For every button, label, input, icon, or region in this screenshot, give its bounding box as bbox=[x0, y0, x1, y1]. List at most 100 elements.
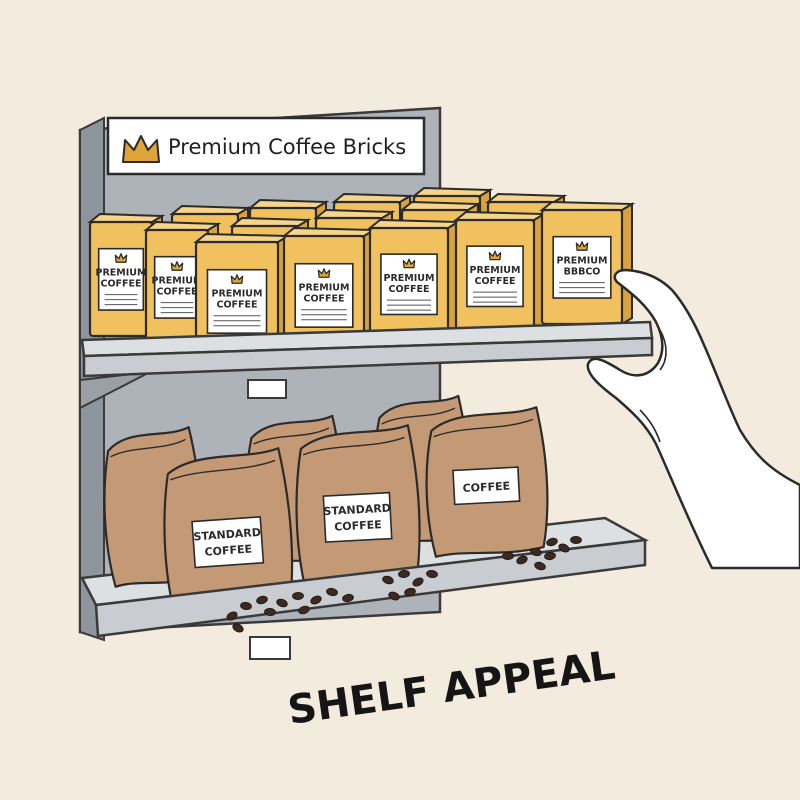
brick-label-line2: COFFEE bbox=[388, 284, 429, 295]
bag-fold bbox=[433, 418, 534, 438]
bag-fold bbox=[381, 407, 456, 425]
caption: SHELF APPEAL bbox=[285, 642, 618, 733]
coffee-bean bbox=[276, 598, 288, 608]
brick-label bbox=[380, 253, 438, 316]
brick-top bbox=[247, 198, 330, 209]
coffee-bean bbox=[534, 561, 546, 571]
brick-label-line2: BBBCO bbox=[564, 267, 601, 278]
coffee-bean bbox=[342, 593, 354, 603]
brick-label-line1: PREMIUM bbox=[299, 283, 350, 294]
crown-icon bbox=[170, 261, 184, 271]
coffee-bean bbox=[256, 595, 268, 605]
crown-icon bbox=[317, 268, 331, 278]
bag-label-line2: COFFEE bbox=[204, 543, 252, 559]
coffee-bean bbox=[298, 605, 310, 615]
coffee-bean bbox=[264, 607, 276, 617]
coffee-bean bbox=[382, 575, 394, 585]
bag-label-line1: STANDARD bbox=[193, 526, 261, 544]
sign-title: Premium Coffee Bricks bbox=[168, 135, 406, 159]
crown-icon bbox=[402, 258, 416, 269]
coffee-bean bbox=[544, 551, 556, 561]
crown-icon bbox=[488, 250, 502, 261]
finger-crease bbox=[659, 329, 667, 371]
brick-top bbox=[193, 232, 292, 243]
brick-top bbox=[87, 212, 166, 223]
brick-label-line1: PREMIUM bbox=[470, 265, 521, 276]
coffee-bag: COFFEE bbox=[425, 406, 549, 558]
coffee-bean bbox=[232, 623, 244, 633]
bag-label-line1: COFFEE bbox=[462, 480, 510, 495]
crown-icon bbox=[122, 135, 160, 163]
brick-top bbox=[229, 216, 312, 227]
coffee-bean bbox=[502, 551, 514, 561]
bag-label bbox=[322, 491, 393, 543]
brick-top bbox=[281, 226, 378, 237]
bag-label-line2: COFFEE bbox=[334, 518, 382, 533]
coffee-bean bbox=[558, 543, 570, 553]
brick-label-line1: PREMIUM bbox=[152, 276, 203, 287]
crown-icon bbox=[114, 253, 128, 263]
sign-board bbox=[106, 116, 426, 176]
brick-top bbox=[143, 220, 222, 231]
brick-label-line1: PREMIUM bbox=[96, 268, 147, 279]
top-shelf-lip bbox=[82, 336, 654, 378]
brick-top bbox=[539, 200, 636, 211]
brick-top bbox=[411, 186, 494, 197]
brick-label-line1: PREMIUM bbox=[557, 256, 608, 267]
crown-icon bbox=[230, 274, 244, 284]
brick-label-line2: COFFEE bbox=[303, 294, 344, 305]
brick-label-line2: COFFEE bbox=[474, 276, 515, 287]
brick-top bbox=[331, 192, 414, 203]
brick-top bbox=[367, 218, 462, 229]
coffee-bean bbox=[398, 569, 410, 579]
bag-fold bbox=[253, 427, 330, 445]
coffee-bean bbox=[310, 595, 322, 605]
crown-icon bbox=[575, 241, 589, 251]
coffee-bean bbox=[546, 537, 558, 547]
brick-label-line2: COFFEE bbox=[100, 279, 141, 290]
coffee-bean bbox=[388, 591, 400, 601]
reaching-hand bbox=[586, 268, 800, 570]
coffee-bean bbox=[426, 569, 438, 579]
bag-fold bbox=[302, 436, 405, 456]
thumb-crease bbox=[639, 409, 661, 443]
brick-top bbox=[169, 204, 252, 215]
brick-top bbox=[485, 192, 568, 203]
bag-fold bbox=[169, 459, 276, 481]
coffee-bean bbox=[226, 611, 238, 621]
bag-label bbox=[191, 515, 265, 569]
bottom-price-tag bbox=[249, 636, 291, 660]
coffee-bean bbox=[404, 587, 416, 597]
scattered-beans bbox=[226, 535, 582, 633]
brick-top bbox=[399, 200, 482, 211]
top-price-tag bbox=[247, 379, 287, 399]
brick-side bbox=[621, 202, 633, 326]
brick-top bbox=[453, 210, 548, 221]
shelf-sign: Premium Coffee Bricks bbox=[106, 116, 426, 176]
coffee-bean bbox=[530, 547, 542, 557]
coffee-bean bbox=[240, 601, 252, 611]
coffee-bean bbox=[412, 577, 424, 587]
coffee-bean bbox=[516, 555, 528, 565]
bag-label bbox=[452, 466, 521, 506]
brick-label-line2: COFFEE bbox=[216, 300, 257, 311]
bag-label-line1: STANDARD bbox=[323, 502, 391, 519]
coffee-bean bbox=[292, 591, 304, 601]
brick-label-line1: PREMIUM bbox=[212, 289, 263, 300]
coffee-bean bbox=[570, 535, 582, 545]
hand-icon bbox=[586, 268, 800, 570]
brick-top bbox=[313, 208, 396, 219]
bag-fold bbox=[110, 438, 186, 458]
coffee-bean bbox=[326, 587, 338, 597]
brick-label-line1: PREMIUM bbox=[384, 273, 435, 284]
